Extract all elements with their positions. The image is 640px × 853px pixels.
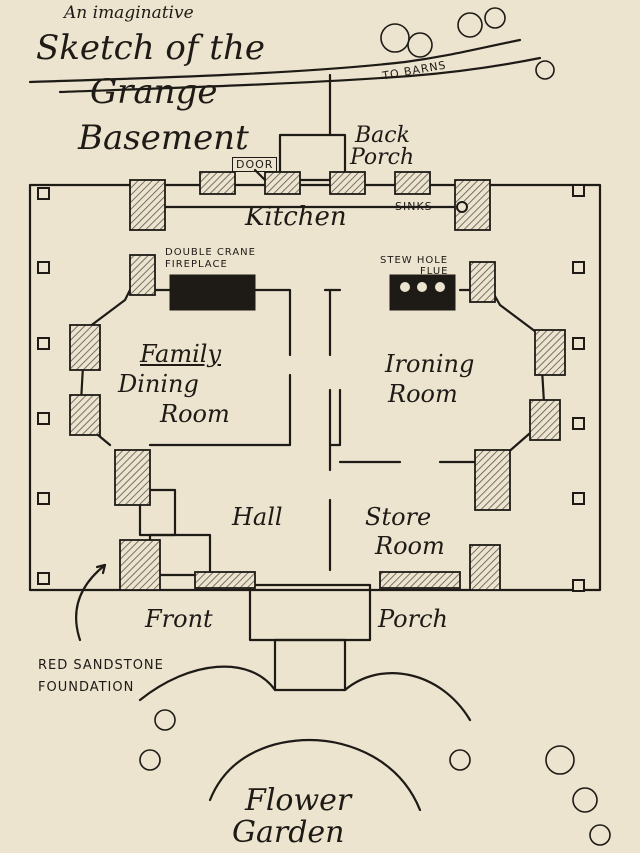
back-porch-structure [278, 133, 347, 182]
label-garden-2: Garden [232, 815, 345, 850]
label-fireplace-2: FIREPLACE [165, 259, 228, 270]
double-crane-fireplace [169, 274, 256, 311]
label-back-porch-1: Back [355, 123, 410, 148]
road-to-barns [28, 38, 522, 84]
title-line-4: Basement [78, 118, 249, 158]
label-fireplace-1: DOUBLE CRANE [165, 247, 256, 258]
label-door: DOOR [232, 157, 278, 172]
label-flue-1: STEW HOLE [380, 255, 449, 266]
title-line-2: Sketch of the [36, 28, 265, 68]
label-family-2: Dining [118, 370, 199, 398]
label-store-2: Room [375, 532, 445, 560]
front-porch [248, 583, 372, 642]
label-foundation-1: RED SANDSTONE [38, 658, 164, 673]
label-family-3: Room [160, 400, 230, 428]
outer-foundation [28, 183, 602, 592]
title-line-3: Grange [90, 72, 218, 112]
label-porch: Porch [378, 605, 448, 633]
label-sinks: SINKS [395, 200, 433, 213]
label-family-1: Family [140, 340, 221, 368]
label-front: Front [145, 605, 213, 633]
label-store-1: Store [365, 503, 432, 531]
front-steps [273, 638, 347, 692]
label-ironing-2: Room [388, 380, 458, 408]
label-hall: Hall [232, 503, 283, 531]
label-back-porch-2: Porch [350, 145, 415, 170]
label-garden-1: Flower [245, 783, 352, 818]
stew-hole-flue [389, 274, 456, 311]
label-kitchen: Kitchen [245, 202, 347, 232]
label-flue-2: FLUE [420, 266, 449, 277]
title-line-1: An imaginative [64, 3, 194, 23]
label-foundation-2: FOUNDATION [38, 680, 135, 695]
label-ironing-1: Ironing [385, 350, 475, 378]
